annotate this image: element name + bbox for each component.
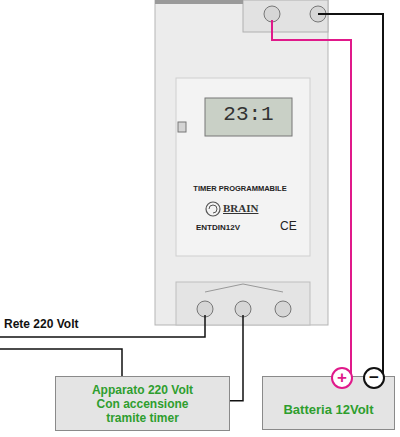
positive-wire [330, 40, 351, 376]
contact-symbol [205, 284, 283, 292]
brand-logo-mark [209, 205, 217, 213]
load-label: Apparato 220 Volt Con accensione tramite… [83, 383, 203, 425]
screw-terminal [264, 6, 280, 22]
push-button [178, 122, 186, 132]
load-box: Apparato 220 Volt Con accensione tramite… [55, 376, 230, 431]
model-number: ENTDIN12V [196, 223, 266, 232]
mains-wire [0, 349, 122, 376]
front-panel [176, 78, 310, 256]
bottom-terminal-block [176, 282, 310, 325]
negative-terminal: − [363, 367, 385, 389]
mains-wire [0, 315, 205, 337]
device-body [155, 0, 328, 325]
timer-device: 23:1TIMER PROGRAMMABILE BRAIN ENTDIN12V CE [150, 0, 330, 325]
model-caption: TIMER PROGRAMMABILE [150, 184, 330, 193]
screw-terminal [235, 301, 251, 317]
positive-terminal: + [331, 367, 353, 389]
negative-wire-stub [318, 13, 330, 15]
battery-label: Batteria 12Volt [283, 403, 373, 417]
brand-name: BRAIN [223, 202, 283, 214]
screw-terminals [197, 6, 326, 317]
lcd-display [205, 98, 292, 136]
lcd-digits: 23:1 [205, 103, 292, 126]
screw-terminal [275, 301, 291, 317]
rail-edge [155, 0, 243, 4]
load-wire-stub [242, 315, 244, 325]
ce-mark: CE [280, 219, 304, 233]
terminal-block [243, 0, 328, 32]
negative-wire [330, 14, 383, 376]
mains-label: Rete 220 Volt [4, 317, 78, 331]
brand-logo [206, 202, 220, 216]
positive-wire-stub [272, 20, 330, 40]
load-wire [230, 325, 243, 401]
screw-terminal [197, 301, 213, 317]
